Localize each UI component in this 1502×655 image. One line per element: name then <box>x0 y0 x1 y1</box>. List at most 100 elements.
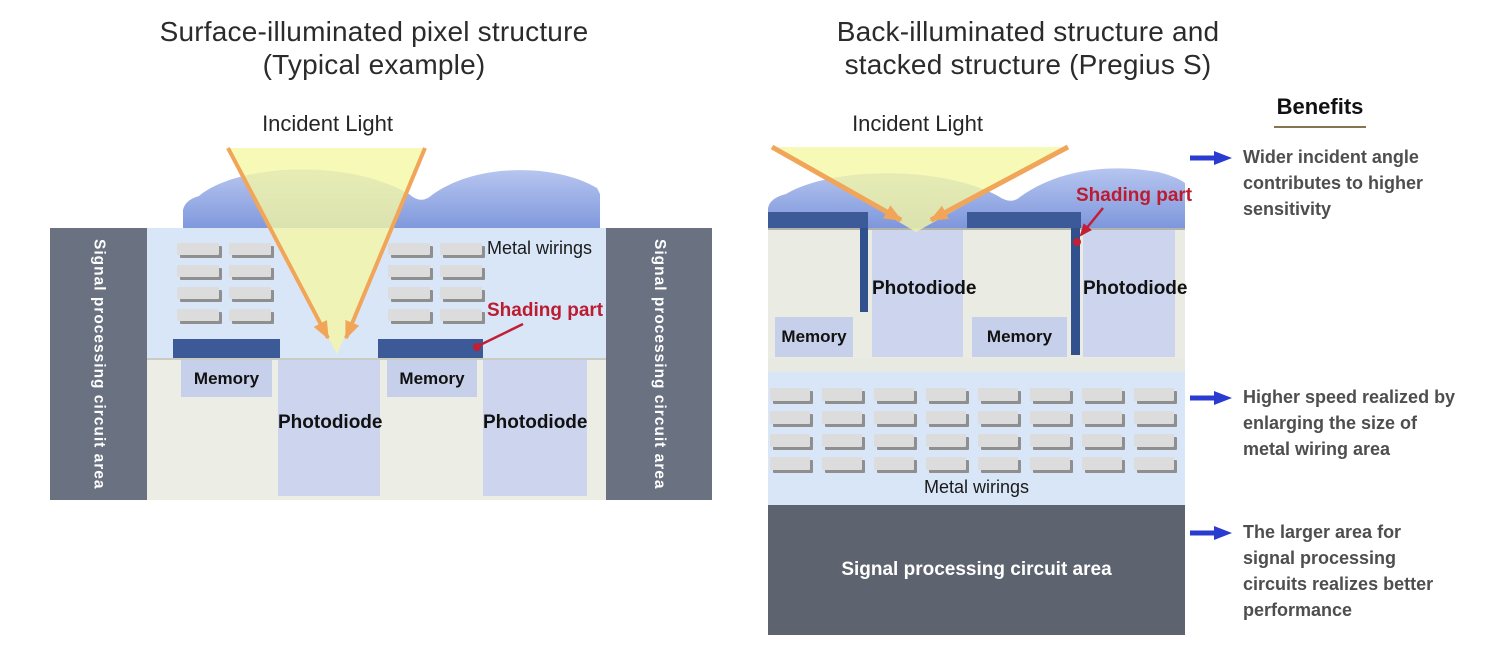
left-metal-wirings-label: Metal wirings <box>487 238 593 258</box>
left-diagram-title: Surface-illuminated pixel structure (Typ… <box>89 15 659 81</box>
metal-wiring-block <box>822 411 862 424</box>
left-shading-part-label: Shading part <box>487 300 604 321</box>
right-shading-pointer <box>1073 207 1104 246</box>
metal-wiring-block <box>926 411 966 424</box>
left-shading-pointer-line <box>479 322 524 347</box>
right-light-cone-edge-left <box>770 144 903 223</box>
right-title-line2: stacked structure (Pregius S) <box>844 49 1212 80</box>
benefits-heading: Benefits <box>1276 94 1364 119</box>
left-signal-processing-label-left: Signal processing circuit area <box>90 238 108 490</box>
metal-wiring-block <box>874 457 914 470</box>
metal-wiring-block <box>1082 434 1122 447</box>
left-title-line1: Surface-illuminated pixel structure <box>159 16 589 47</box>
right-shading-bar-1 <box>768 212 868 228</box>
left-photodiode-label-1: Photodiode <box>278 412 383 433</box>
metal-wiring-block <box>978 434 1018 447</box>
left-photodiode-block-1: Photodiode <box>278 360 383 496</box>
metal-wiring-block <box>1030 411 1070 424</box>
left-memory-label-1: Memory <box>193 368 260 388</box>
left-photodiode-block-2: Photodiode <box>483 360 587 496</box>
metal-wiring-block <box>874 434 914 447</box>
metal-wiring-block <box>177 309 219 321</box>
left-light-cone <box>226 147 427 354</box>
benefit-item-3: The larger area for signal processing ci… <box>1243 522 1434 620</box>
right-shading-pointer-line <box>1079 207 1104 237</box>
metal-wiring-block <box>926 388 966 401</box>
metal-wiring-block <box>926 457 966 470</box>
metal-wiring-block <box>440 309 482 321</box>
metal-wiring-block <box>1082 388 1122 401</box>
left-shading-bar-1 <box>173 339 280 358</box>
left-light-cone-fill <box>228 148 425 354</box>
metal-wiring-block <box>926 434 966 447</box>
right-shading-pointer-dot <box>1073 238 1081 246</box>
right-memory-block-1: Memory <box>775 317 853 357</box>
right-signal-processing-block: Signal processing circuit area <box>768 505 1185 635</box>
metal-wiring-block <box>229 287 271 299</box>
metal-wiring-block <box>177 243 219 255</box>
metal-wiring-block <box>440 287 482 299</box>
metal-wiring-block <box>1030 388 1070 401</box>
benefit-arrow-icon-3 <box>1190 526 1232 540</box>
metal-wiring-block <box>874 388 914 401</box>
right-photodiode-label-2: Photodiode <box>1083 278 1188 299</box>
metal-wiring-block <box>978 411 1018 424</box>
right-memory-label-2: Memory <box>986 327 1053 346</box>
metal-wiring-block <box>822 434 862 447</box>
right-photodiode-block-1: Photodiode <box>872 230 976 357</box>
metal-wiring-block <box>770 457 810 470</box>
right-memory-label-1: Memory <box>781 327 847 346</box>
left-memory-block-2: Memory <box>387 360 477 397</box>
left-memory-label-2: Memory <box>399 368 465 388</box>
left-light-cone-edge-right <box>344 147 427 340</box>
metal-wiring-block <box>770 388 810 401</box>
metal-wiring-block <box>1134 411 1174 424</box>
right-shading-trench-1 <box>860 228 868 312</box>
metal-wiring-block <box>388 243 430 255</box>
right-shading-trench-2 <box>1071 228 1080 355</box>
right-light-cone <box>770 144 1070 232</box>
metal-wiring-block <box>770 411 810 424</box>
right-metal-wirings-label: Metal wirings <box>923 477 1030 497</box>
benefit-item-2: Higher speed realized by enlarging the s… <box>1243 387 1456 459</box>
right-incident-light-label: Incident Light <box>852 111 983 136</box>
metal-wiring-block <box>822 388 862 401</box>
right-photodiode-block-2: Photodiode <box>1083 230 1187 357</box>
metal-wiring-block <box>1134 388 1174 401</box>
metal-wiring-block <box>978 388 1018 401</box>
right-diagram-title: Back-illuminated structure and stacked s… <box>758 15 1298 81</box>
right-memory-block-2: Memory <box>972 317 1067 357</box>
metal-wiring-block <box>229 265 271 277</box>
metal-wiring-block <box>1134 457 1174 470</box>
left-incident-light-label: Incident Light <box>262 111 393 136</box>
metal-wiring-block <box>388 265 430 277</box>
metal-wiring-block <box>822 457 862 470</box>
right-substrate-strip <box>768 358 1185 372</box>
right-signal-processing-label: Signal processing circuit area <box>841 559 1112 580</box>
metal-wiring-block <box>1030 434 1070 447</box>
metal-wiring-block <box>1030 457 1070 470</box>
left-photodiode-label-2: Photodiode <box>483 412 588 433</box>
right-light-cone-fill <box>772 147 1068 232</box>
left-shading-pointer <box>473 322 524 351</box>
right-light-cone-edge-right <box>929 144 1070 223</box>
metal-wiring-block <box>388 309 430 321</box>
metal-wiring-block <box>177 265 219 277</box>
metal-wiring-block <box>388 287 430 299</box>
metal-wiring-block <box>978 457 1018 470</box>
benefit-item-1: Wider incident angle contributes to high… <box>1243 147 1423 219</box>
metal-wiring-block <box>874 411 914 424</box>
metal-wiring-block <box>229 243 271 255</box>
metal-wiring-block <box>229 309 271 321</box>
right-title-line1: Back-illuminated structure and <box>836 16 1220 47</box>
metal-wiring-block <box>1082 411 1122 424</box>
benefit-arrow-icon-1 <box>1190 151 1232 165</box>
left-signal-processing-column-right: Signal processing circuit area <box>606 228 712 500</box>
metal-wiring-block <box>1082 457 1122 470</box>
left-signal-processing-label-right: Signal processing circuit area <box>651 238 668 490</box>
left-light-cone-edge-left <box>226 147 330 340</box>
left-shading-pointer-dot <box>473 343 481 351</box>
left-shading-bar-2 <box>378 339 483 358</box>
metal-wiring-block <box>770 434 810 447</box>
